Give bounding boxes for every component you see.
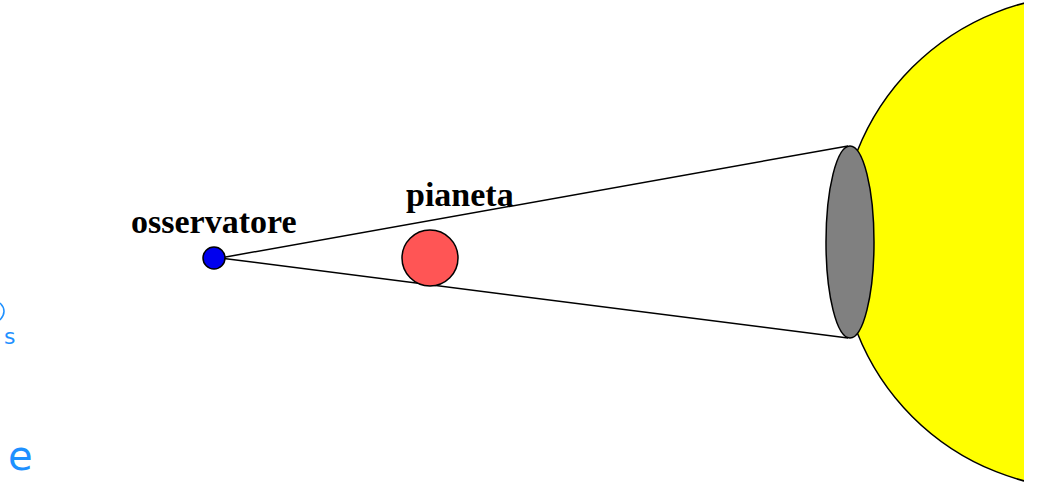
planet-node: pianeta <box>406 178 514 212</box>
fragment-arc <box>0 303 4 320</box>
observer-node: osservatore <box>131 205 297 239</box>
node-heading: osservatore <box>131 205 297 239</box>
sight-line <box>220 146 848 258</box>
sight-line <box>220 258 848 338</box>
crop-edge <box>1024 0 1038 483</box>
node-heading: pianeta <box>406 178 514 212</box>
observer-dot <box>203 247 225 269</box>
shadow-disk <box>826 146 874 338</box>
planet-disk <box>402 230 458 286</box>
text-fragment: s <box>4 326 15 348</box>
text-fragment: e <box>8 436 33 476</box>
